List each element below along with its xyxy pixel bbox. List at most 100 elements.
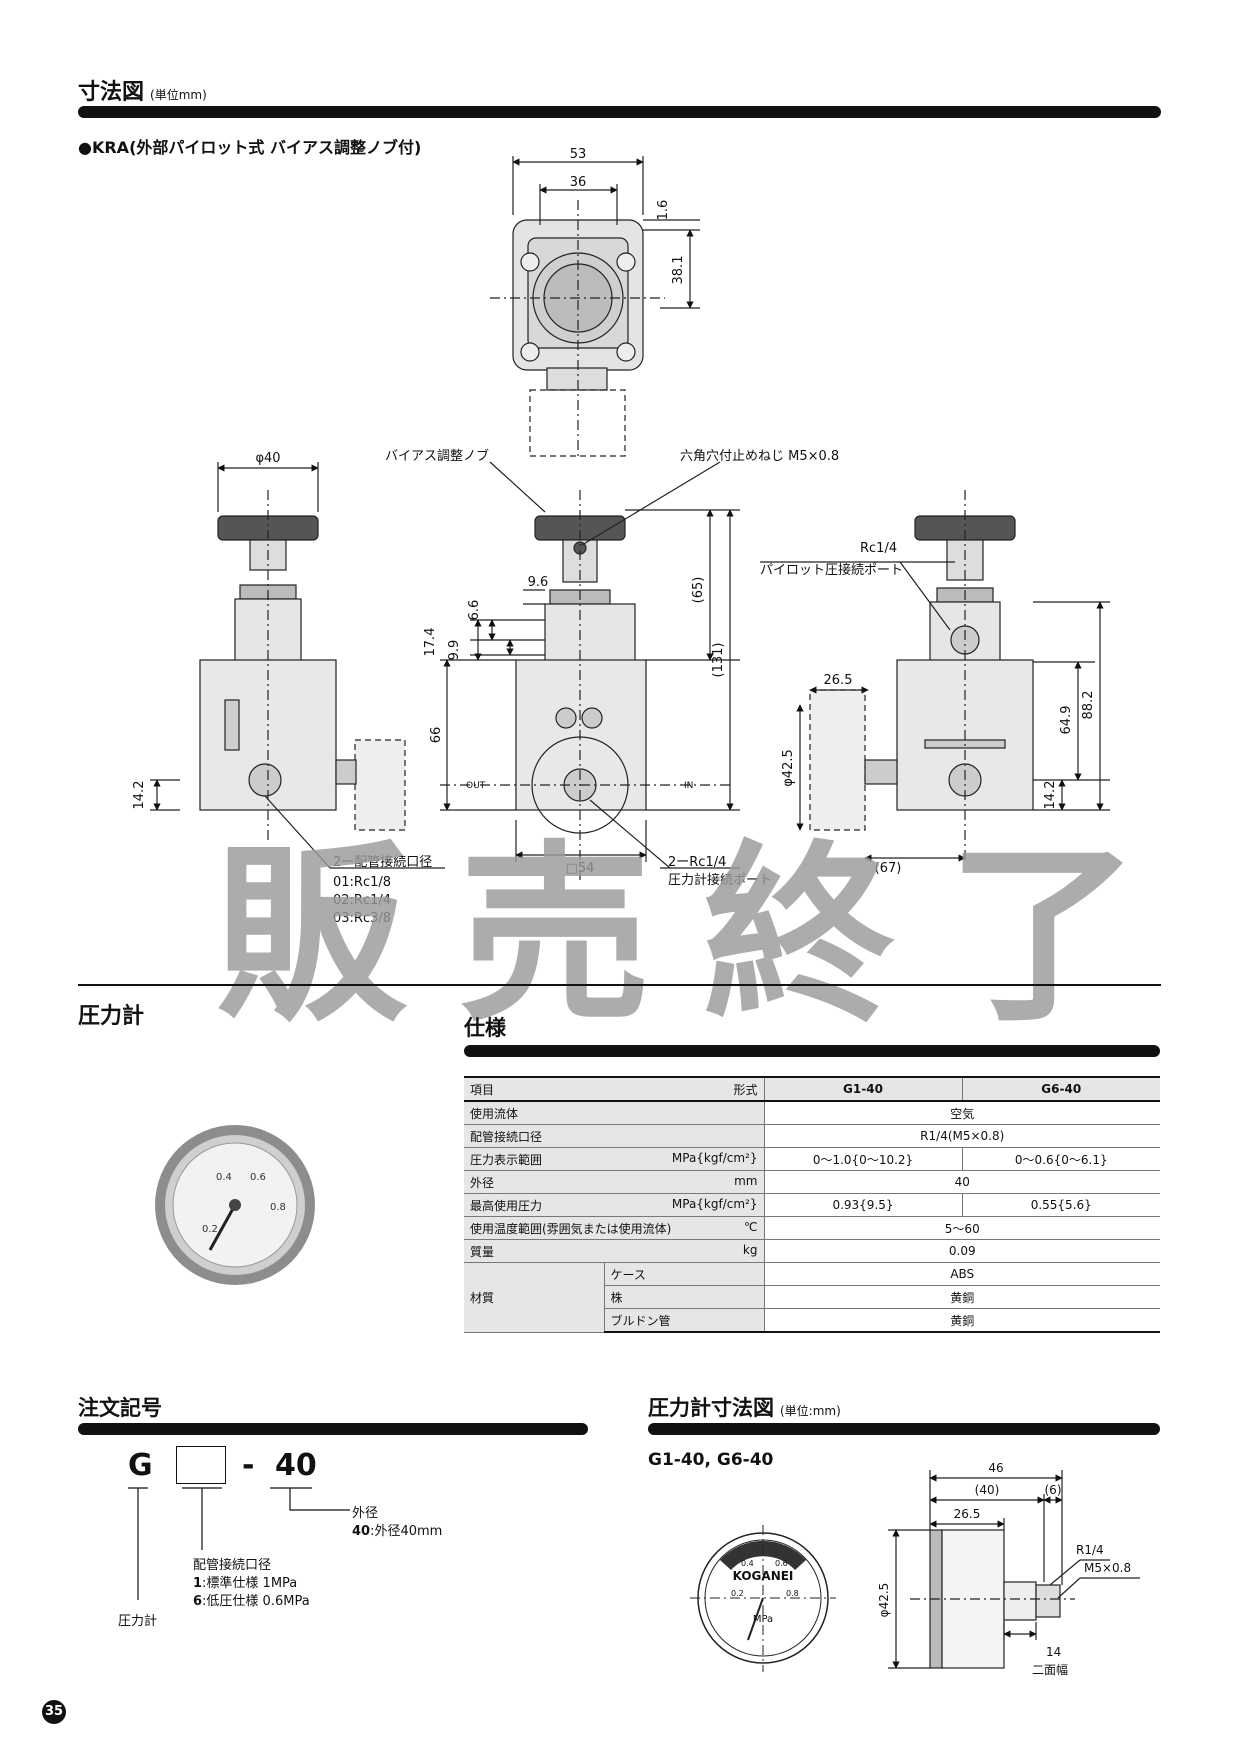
dim-9-9: 9.9 — [447, 640, 462, 661]
dim-38-1: 38.1 — [671, 256, 686, 285]
gauge-dim-6: (6) — [1045, 1483, 1062, 1497]
model-heading: ●KRA(外部パイロット式 バイアス調整ノブ付) — [78, 138, 422, 157]
order-port-6-desc: :低圧仕様 0.6MPa — [202, 1594, 310, 1609]
label-in: IN — [684, 781, 693, 791]
order-outer-40-desc: :外径40mm — [370, 1524, 443, 1539]
gauge-dim-46: 46 — [988, 1461, 1003, 1475]
spec-row-label-text: 使用温度範囲(雰囲気または使用流体) — [470, 1221, 672, 1236]
gauge-unit-mpa: MPa — [753, 1614, 773, 1625]
photo-tick-0-4: 0.4 — [216, 1172, 232, 1183]
label-pipe-port-01: 01:Rc1/8 — [333, 875, 391, 890]
order-port-1-desc: :標準仕様 1MPa — [202, 1576, 298, 1591]
label-gauge-port-2: 圧力計接続ポート — [668, 872, 772, 888]
order-port-1-key: 1 — [193, 1576, 203, 1591]
gauge-dims-title-text: 圧力計寸法図 — [648, 1396, 774, 1420]
gauge-dims-models: G1-40, G6-40 — [648, 1450, 774, 1470]
order-port-6: 6:低圧仕様 0.6MPa — [193, 1590, 310, 1609]
spec-row-unit: ℃ — [744, 1219, 758, 1234]
dim-88-2: 88.2 — [1081, 691, 1096, 720]
spec-row-value: 空気 — [763, 1101, 1160, 1125]
spec-row-label-text: 外径 — [470, 1175, 495, 1190]
spec-row: 配管接続口径 R1/4(M5×0.8) — [464, 1124, 1160, 1148]
spec-header-g1: G1-40 — [763, 1076, 962, 1102]
order-leader-lines — [128, 1487, 350, 1600]
label-out: OUT — [466, 781, 486, 791]
gauge-tick-0-4: 0.4 — [741, 1559, 754, 1568]
spec-material-part: ケース — [603, 1262, 764, 1286]
spec-material-label: 材質 — [464, 1262, 604, 1333]
dim-14-2-left: 14.2 — [132, 781, 147, 810]
dim-sq54: □54 — [566, 861, 595, 876]
photo-tick-0-6: 0.6 — [250, 1172, 266, 1183]
spec-row-label-text: 圧力表示範囲 — [470, 1152, 543, 1167]
spec-row-label: 使用流体 — [464, 1101, 764, 1125]
order-outer-title: 外径 — [352, 1506, 379, 1521]
gauge-dim-14: 14 — [1046, 1645, 1061, 1659]
order-port-title: 配管接続口径 — [193, 1558, 272, 1573]
spec-row-value: 40 — [763, 1170, 1160, 1194]
gauge-label-m5: M5×0.8 — [1084, 1561, 1131, 1575]
dim-131: (131) — [711, 643, 726, 678]
label-rc14-pilot: Rc1/4 — [860, 541, 897, 556]
spec-material-value: 黄銅 — [763, 1308, 1160, 1333]
spec-row: 使用温度範囲(雰囲気または使用流体) ℃ 5〜60 — [464, 1216, 1160, 1240]
gauge-dimension-drawing: KOGANEI MPa 0.2 0.4 0.6 0.8 46 (40) (6) … — [690, 1461, 1140, 1677]
order-port-1: 1:標準仕様 1MPa — [193, 1572, 297, 1591]
gauge-tick-0-8: 0.8 — [786, 1589, 799, 1598]
spec-header-model-label: 形式 — [733, 1082, 758, 1097]
dimensions-unit: (単位mm) — [150, 88, 207, 102]
spec-row-label: 配管接続口径 — [464, 1124, 764, 1148]
dim-64-9: 64.9 — [1059, 706, 1074, 735]
dim-53: 53 — [570, 147, 587, 162]
spec-row-label-text: 最高使用圧力 — [470, 1198, 543, 1213]
label-hex-screw: 六角穴付止めねじ M5×0.8 — [680, 449, 839, 464]
dimensions-section-title: 寸法図 (単位mm) — [78, 74, 207, 106]
spec-header-g6: G6-40 — [961, 1076, 1160, 1102]
order-code-dash: - — [242, 1448, 255, 1483]
spec-material-part: ブルドン管 — [603, 1308, 764, 1333]
spec-row-value: 0.09 — [763, 1239, 1160, 1263]
order-port-6-key: 6 — [193, 1594, 203, 1609]
spec-material-row: ブルドン管 黄銅 — [464, 1308, 1160, 1333]
spec-row-value-g6: 0〜0.6{0〜6.1} — [961, 1147, 1160, 1171]
spec-bar — [464, 1045, 1160, 1057]
order-title: 注文記号 — [78, 1396, 162, 1420]
gauge-dims-unit: (単位:mm) — [780, 1404, 841, 1418]
gauge-dim-phi42-5: φ42.5 — [877, 1583, 891, 1618]
gauge-label-r14: R1/4 — [1076, 1543, 1104, 1557]
spec-row-label: 使用温度範囲(雰囲気または使用流体) ℃ — [464, 1216, 764, 1240]
gauge-brand: KOGANEI — [733, 1569, 794, 1583]
dimensions-title-text: 寸法図 — [78, 80, 145, 105]
gauge-dim-26-5: 26.5 — [954, 1507, 981, 1521]
spec-header-row: 項目 形式 G1-40 G6-40 — [464, 1076, 1160, 1102]
label-pilot-port: パイロット圧接続ポート — [760, 562, 903, 578]
section-divider — [78, 984, 1161, 986]
gauge-tick-0-6: 0.6 — [775, 1559, 788, 1568]
photo-tick-0-2: 0.2 — [202, 1224, 218, 1235]
label-gauge-port-1: 2ーRc1/4 — [668, 855, 726, 870]
dim-17-4: 17.4 — [423, 628, 438, 657]
gauge-tick-0-2: 0.2 — [731, 1589, 744, 1598]
dim-26-5: 26.5 — [824, 673, 853, 688]
photo-tick-0-8: 0.8 — [270, 1202, 286, 1213]
spec-material-value: 黄銅 — [763, 1285, 1160, 1309]
spec-material-value: ABS — [763, 1262, 1160, 1286]
dim-67: (67) — [875, 861, 902, 876]
spec-table: 項目 形式 G1-40 G6-40 使用流体 空気 配管接続口径 R1/4(M5… — [464, 1076, 1160, 1333]
gauge-dim-40: (40) — [975, 1483, 1000, 1497]
gauge-dims-bar — [648, 1423, 1160, 1435]
spec-row-value: 5〜60 — [763, 1216, 1160, 1240]
spec-row-unit: MPa{kgf/cm²} — [671, 1196, 758, 1211]
dim-phi42-5: φ42.5 — [781, 749, 796, 787]
spec-row-value-g1: 0〜1.0{0〜10.2} — [763, 1147, 962, 1171]
page-number: 35 — [42, 1700, 66, 1724]
discontinued-watermark: 販売終了 — [215, 825, 1191, 1048]
section-bar — [78, 106, 1161, 118]
spec-row-label-text: 質量 — [470, 1244, 495, 1259]
spec-material-part: 株 — [603, 1285, 764, 1309]
